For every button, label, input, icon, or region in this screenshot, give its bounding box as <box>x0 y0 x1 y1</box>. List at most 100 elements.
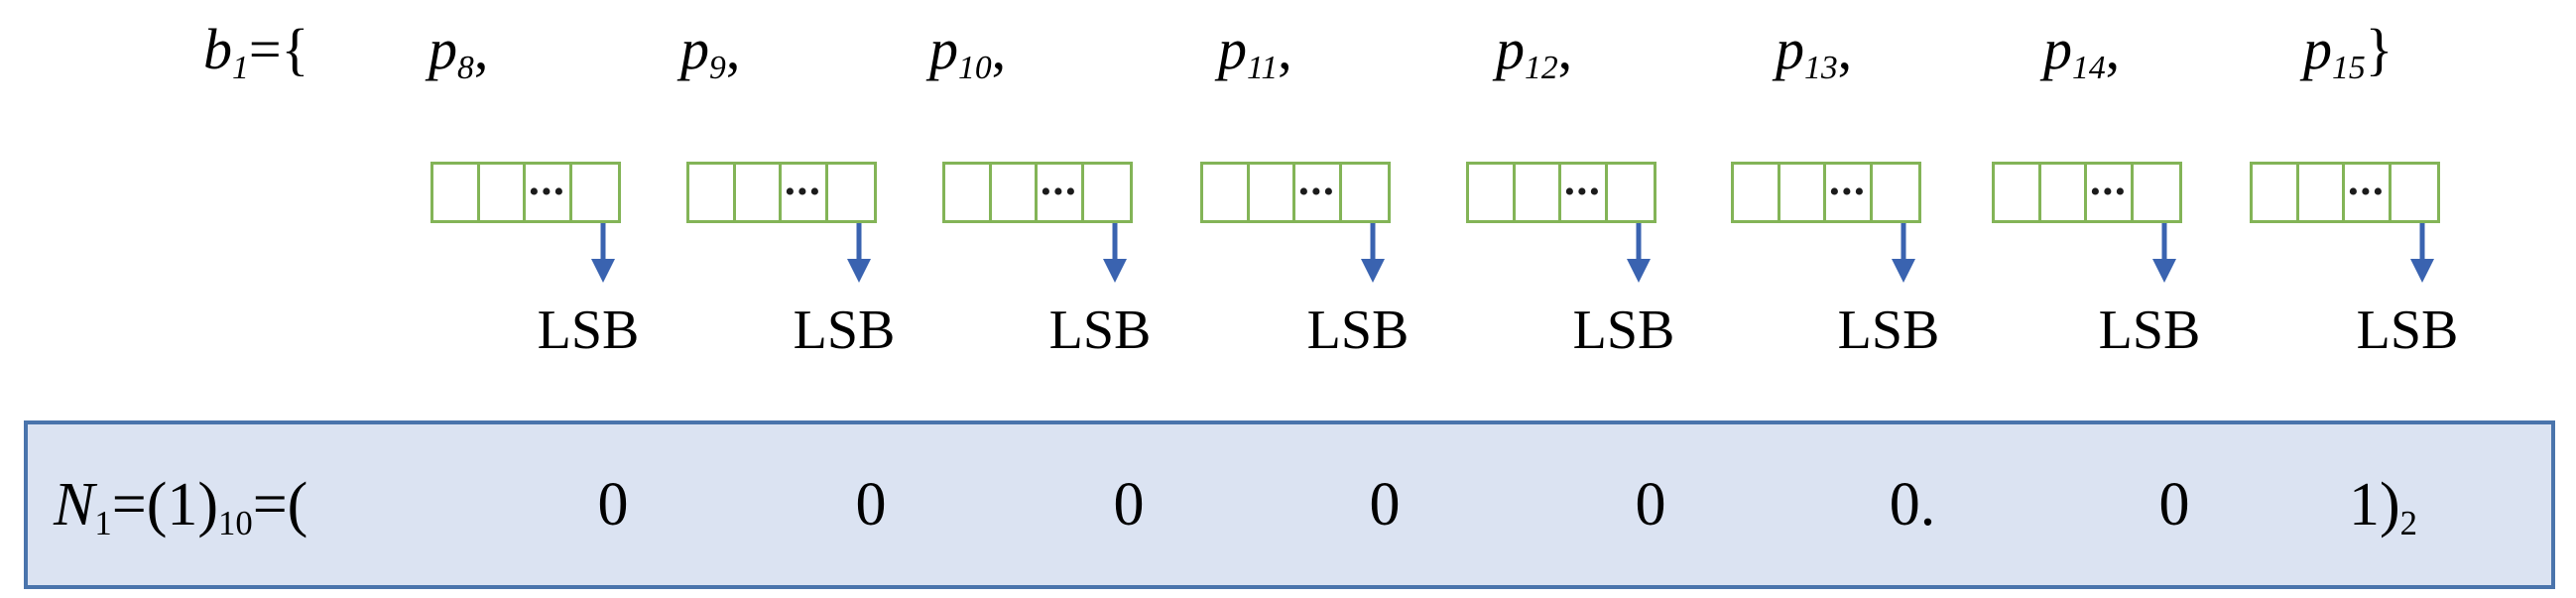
set-element-p9: p9, <box>680 8 740 91</box>
register-boxes-row: ••• ••• ••• ••• ••• <box>0 162 2576 225</box>
set-element-separator: , <box>1837 17 1853 81</box>
set-lhs: b1={ <box>203 8 308 91</box>
set-element-subscript: 9 <box>709 50 726 87</box>
lsb-label: LSB <box>1048 299 1152 361</box>
down-arrow-icon <box>2410 223 2434 283</box>
set-element-symbol: p <box>929 17 958 81</box>
result-lhs-expression: N1=(1)10=( <box>54 424 307 585</box>
set-element-symbol: p <box>2043 17 2072 81</box>
register-group-p14: ••• <box>1992 162 2182 223</box>
result-decimal-base: 10 <box>217 504 253 543</box>
register-cell-ellipsis: ••• <box>1561 165 1608 220</box>
set-element-p13: p13, <box>1776 8 1852 91</box>
result-bit-0: 0 <box>597 471 629 538</box>
set-element-p10: p10, <box>929 8 1006 91</box>
register-cell <box>1084 165 1130 220</box>
set-open-brace: { <box>281 17 309 81</box>
register-cell <box>1203 165 1250 220</box>
set-close-brace: } <box>2365 17 2393 81</box>
result-bit-2: 0 <box>1113 471 1145 538</box>
set-element-subscript: 15 <box>2332 50 2366 87</box>
register-cell <box>2392 165 2437 220</box>
register-cell <box>736 165 783 220</box>
down-arrow-icon <box>2152 223 2176 283</box>
set-element-symbol: p <box>2303 17 2332 81</box>
ellipsis-glyph: ••• <box>1829 176 1867 208</box>
register-cell-ellipsis: ••• <box>2345 165 2392 220</box>
ellipsis-glyph: ••• <box>1041 176 1078 208</box>
ellipsis-glyph: ••• <box>1298 176 1336 208</box>
register-cell <box>1608 165 1654 220</box>
set-element-symbol: p <box>680 17 709 81</box>
set-element-symbol: p <box>429 17 457 81</box>
register-cell <box>992 165 1039 220</box>
lsb-label: LSB <box>1572 299 1675 361</box>
register-group-p8: ••• <box>430 162 621 223</box>
set-lhs-symbol: b <box>203 17 232 81</box>
lsb-label: LSB <box>2356 299 2459 361</box>
register-cell-ellipsis: ••• <box>1295 165 1342 220</box>
register-group-p9: ••• <box>686 162 877 223</box>
result-lhs-subscript: 1 <box>94 504 112 543</box>
set-lhs-subscript: 1 <box>232 50 249 87</box>
lsb-label: LSB <box>2098 299 2201 361</box>
register-cell <box>1873 165 1918 220</box>
set-element-p8: p8, <box>429 8 488 91</box>
register-cell <box>1342 165 1388 220</box>
set-element-separator: , <box>473 17 489 81</box>
set-element-separator: , <box>2105 17 2121 81</box>
set-element-separator: , <box>991 17 1007 81</box>
register-cell <box>2299 165 2346 220</box>
result-decimal-value: (1) <box>146 471 218 538</box>
set-element-separator: , <box>1278 17 1292 81</box>
result-last-bit: 1) <box>2349 471 2400 538</box>
register-cell <box>1780 165 1827 220</box>
ellipsis-glyph: ••• <box>1564 176 1602 208</box>
register-cell <box>945 165 992 220</box>
set-element-subscript: 12 <box>1525 50 1558 87</box>
result-bit-6: 0 <box>2158 471 2190 538</box>
ellipsis-glyph: ••• <box>529 176 566 208</box>
result-bit-7-closing: 1)2 <box>2349 424 2417 585</box>
lsb-label: LSB <box>1837 299 1940 361</box>
set-element-separator: , <box>725 17 741 81</box>
down-arrow-icon <box>1627 223 1651 283</box>
register-group-p10: ••• <box>942 162 1133 223</box>
ellipsis-glyph: ••• <box>2090 176 2128 208</box>
register-cell-ellipsis: ••• <box>1038 165 1084 220</box>
down-arrow-icon <box>1103 223 1127 283</box>
set-element-p15: p15} <box>2303 8 2392 91</box>
register-group-p15: ••• <box>2250 162 2440 223</box>
register-cell-ellipsis: ••• <box>782 165 828 220</box>
register-cell <box>1516 165 1562 220</box>
down-arrow-icon <box>1361 223 1385 283</box>
register-cell <box>689 165 736 220</box>
register-cell <box>572 165 618 220</box>
set-element-subscript: 11 <box>1247 50 1279 87</box>
register-group-p12: ••• <box>1466 162 1656 223</box>
down-arrow-icon <box>591 223 615 283</box>
register-cell-ellipsis: ••• <box>2087 165 2134 220</box>
down-arrow-icon <box>1892 223 1915 283</box>
set-element-subscript: 13 <box>1804 50 1838 87</box>
set-element-subscript: 8 <box>457 50 474 87</box>
register-cell <box>1250 165 1296 220</box>
set-element-symbol: p <box>1496 17 1525 81</box>
arrows-row <box>0 223 2576 285</box>
register-cell <box>433 165 480 220</box>
register-cell-ellipsis: ••• <box>526 165 572 220</box>
ellipsis-glyph: ••• <box>2348 176 2386 208</box>
result-bit-3: 0 <box>1369 471 1401 538</box>
register-cell <box>2253 165 2299 220</box>
set-element-p11: p11, <box>1218 8 1292 91</box>
set-equals: = <box>248 17 282 81</box>
down-arrow-icon <box>847 223 871 283</box>
set-element-symbol: p <box>1776 17 1804 81</box>
set-element-subscript: 10 <box>958 50 992 87</box>
register-cell-ellipsis: ••• <box>1826 165 1873 220</box>
result-binary-base: 2 <box>2399 504 2418 543</box>
set-element-symbol: p <box>1218 17 1247 81</box>
register-cell <box>1469 165 1516 220</box>
result-open-paren: ( <box>287 471 308 538</box>
